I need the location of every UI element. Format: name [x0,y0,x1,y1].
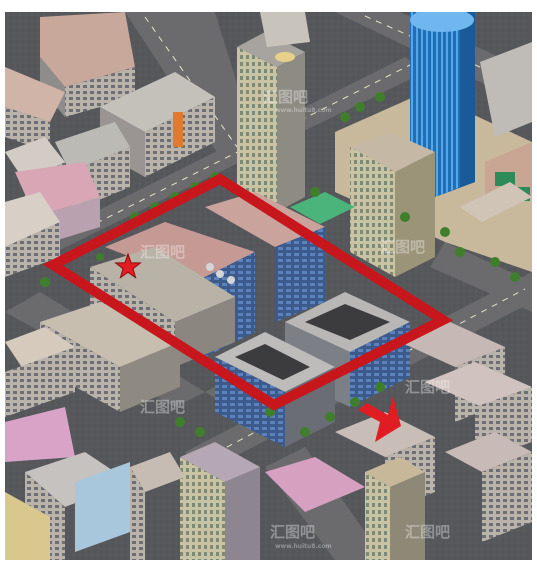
watermark-text: 汇图吧 [270,523,315,541]
watermark-subtext: www.huitu8.com [275,543,332,550]
watermark-text: 汇图吧 [405,523,450,541]
watermark-text: 汇图吧 [405,378,450,396]
watermark-text: 汇图吧 [140,398,185,416]
tower-center [237,12,310,212]
buildings-left-lower [5,302,180,462]
highlight-boundary [42,173,454,411]
map-canvas: 汇图吧 汇图吧 汇图吧 汇图吧 汇图吧 汇图吧 汇图吧 www.huitu8.c… [5,12,532,560]
entry-arrow-icon [358,396,401,442]
isometric-city-map: 汇图吧 汇图吧 汇图吧 汇图吧 汇图吧 汇图吧 汇图吧 www.huitu8.c… [5,12,532,560]
watermark-text: 汇图吧 [140,243,185,261]
star-marker-icon [114,252,142,279]
green-roof [290,192,355,224]
buildings-bottom-left [5,452,130,560]
watermarks: 汇图吧 汇图吧 汇图吧 汇图吧 汇图吧 汇图吧 汇图吧 www.huitu8.c… [140,88,450,550]
watermark-text: 汇图吧 [263,88,308,106]
watermark-subtext: www.huitu8.com [275,107,332,114]
buildings-top-left [5,12,215,277]
tower-bottom [130,442,260,560]
watermark-text: 汇图吧 [380,238,425,256]
buildings-right [350,42,532,277]
